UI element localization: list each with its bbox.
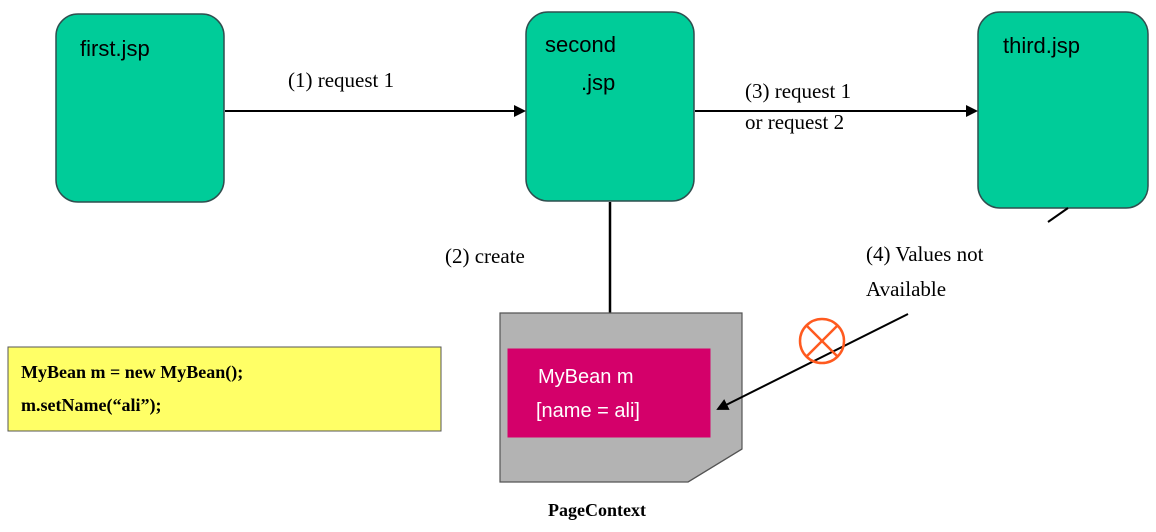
request12-label-line1: (3) request 1 <box>745 79 851 103</box>
values-not-available-line2: Available <box>866 277 946 301</box>
mybean-line1: MyBean m <box>538 366 634 388</box>
code-line1: MyBean m = new MyBean(); <box>21 362 243 383</box>
request12-label-line2: or request 2 <box>745 110 844 134</box>
second-jsp-label-line2: .jsp <box>581 70 615 95</box>
first-jsp-node: first.jsp <box>55 13 225 203</box>
blocked-icon <box>798 317 846 365</box>
request1-label: (1) request 1 <box>288 68 394 92</box>
mybean-line2: [name = ali] <box>536 400 640 422</box>
page-context-label: PageContext <box>548 500 646 520</box>
mybean-object: MyBean m [name = ali] <box>507 348 711 438</box>
code-line2: m.setName(“ali”); <box>21 395 161 416</box>
create-label: (2) create <box>445 244 525 268</box>
code-snippet-box: MyBean m = new MyBean(); m.setName(“ali”… <box>7 346 442 432</box>
second-jsp-node: second .jsp <box>525 11 695 202</box>
third-jsp-label: third.jsp <box>1003 33 1080 58</box>
values-line-upper <box>1047 207 1069 223</box>
values-not-available-line1: (4) Values not <box>866 242 984 266</box>
third-jsp-node: third.jsp <box>977 11 1149 209</box>
second-jsp-label-line1: second <box>545 32 616 57</box>
first-jsp-label: first.jsp <box>80 36 150 61</box>
